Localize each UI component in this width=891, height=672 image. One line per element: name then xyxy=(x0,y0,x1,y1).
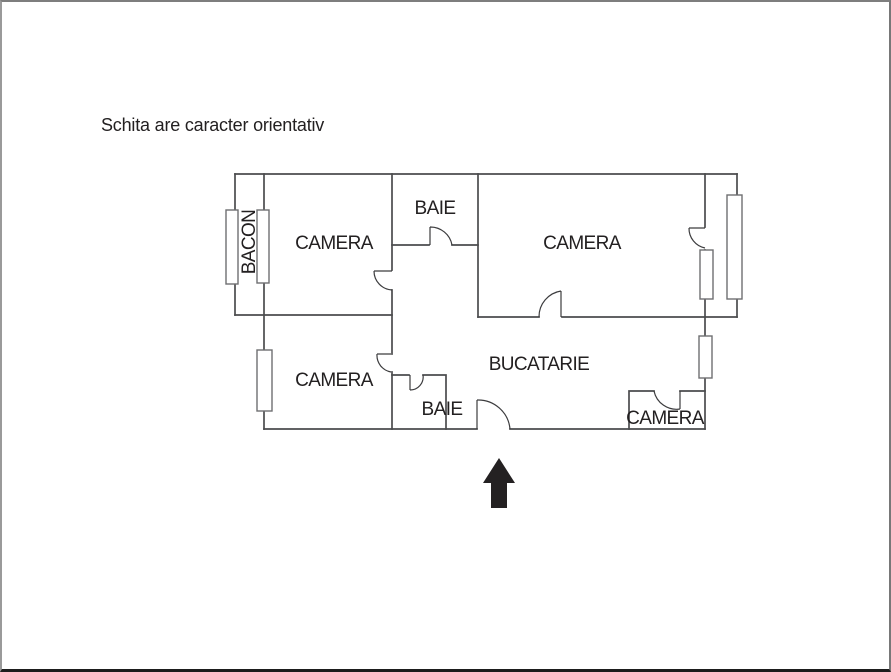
window-right-strip-outer xyxy=(726,194,743,300)
windows xyxy=(225,194,743,412)
door-baie-bottom xyxy=(409,374,424,391)
window-camera-bottom-left xyxy=(256,349,273,412)
room-label-baie-bottom: BAIE xyxy=(422,399,463,420)
room-label-balcony: BACON xyxy=(239,210,260,275)
room-label-camera-top-right: CAMERA xyxy=(543,233,622,254)
door-entrance xyxy=(476,399,511,430)
door-camera-right-balcony xyxy=(688,227,706,249)
room-label-camera-bottom-right: CAMERA xyxy=(626,408,705,429)
north-arrow-icon xyxy=(483,458,515,508)
wall-baie-bottom xyxy=(391,374,447,430)
room-label-camera-bottom-left: CAMERA xyxy=(295,370,374,391)
doors xyxy=(373,226,706,430)
room-label-baie-top: BAIE xyxy=(415,198,456,219)
door-camera-top-right xyxy=(538,290,562,318)
disclaimer-note: Schita are caracter orientativ xyxy=(101,115,324,135)
window-balcony-inner xyxy=(256,209,270,284)
room-label-camera-top-left: CAMERA xyxy=(295,233,374,254)
wall-camera-small xyxy=(628,390,706,430)
window-balcony-outer xyxy=(225,209,239,285)
window-camera-top-right xyxy=(699,249,714,300)
door-camera-top-left xyxy=(373,270,393,291)
door-baie-top xyxy=(429,226,453,246)
door-camera-bottom-right xyxy=(653,390,681,410)
room-labels: BACON CAMERA BAIE CAMERA CAMERA BUCATARI… xyxy=(239,198,705,429)
window-bucatarie xyxy=(698,335,713,379)
door-camera-bottom-left xyxy=(376,353,392,373)
room-label-bucatarie: BUCATARIE xyxy=(489,354,590,375)
